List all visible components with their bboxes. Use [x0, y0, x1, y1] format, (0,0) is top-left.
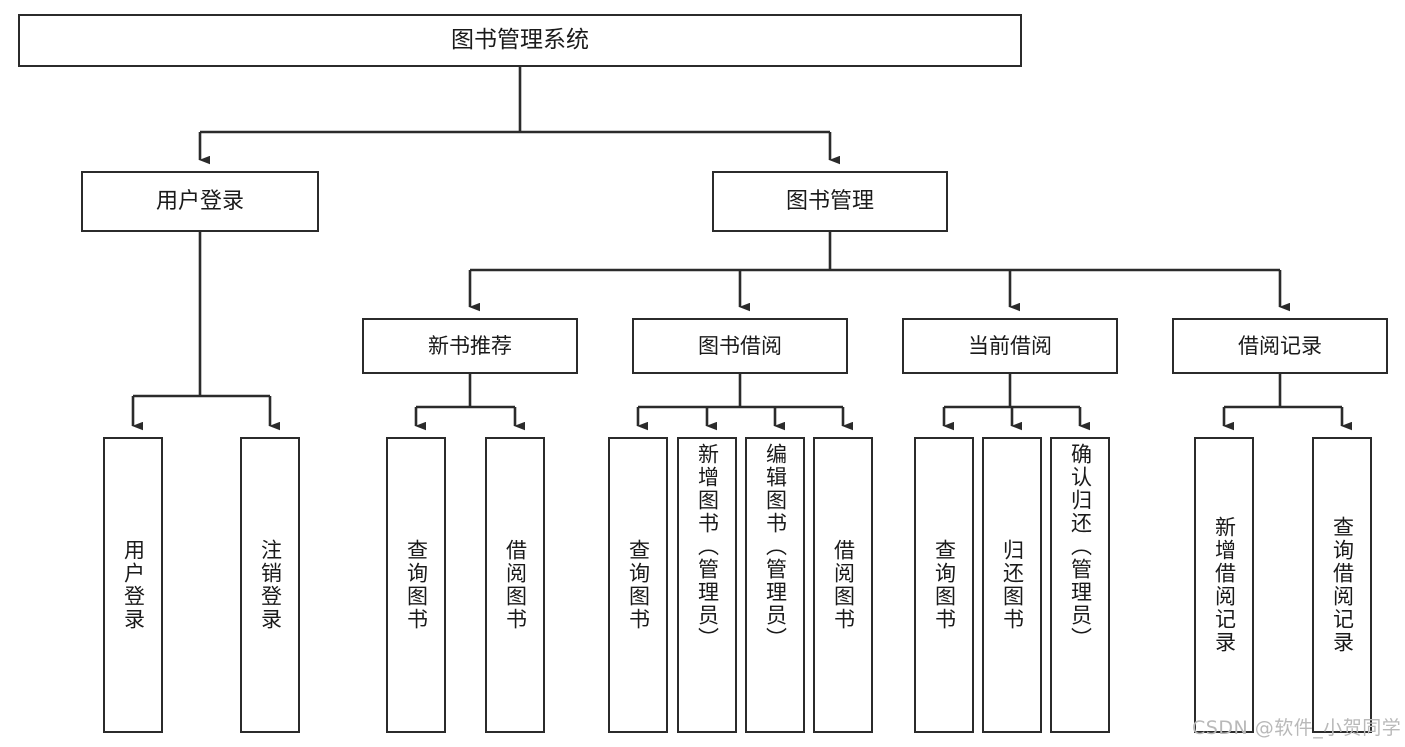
node-label: 借阅图书 [503, 539, 528, 631]
node-label: 编辑图书（管理员） [763, 443, 788, 650]
leaf-query-book-recommend[interactable]: 查询图书 [386, 437, 446, 733]
node-current-borrow[interactable]: 当前借阅 [902, 318, 1118, 374]
node-label: 借阅图书 [831, 539, 856, 631]
leaf-return-book[interactable]: 归还图书 [982, 437, 1042, 733]
node-label: 新增图书（管理员） [695, 443, 720, 650]
node-label: 当前借阅 [968, 333, 1052, 358]
node-label: 图书借阅 [698, 333, 782, 358]
node-book-borrow[interactable]: 图书借阅 [632, 318, 848, 374]
leaf-query-book-borrow[interactable]: 查询图书 [608, 437, 668, 733]
leaf-query-book-current[interactable]: 查询图书 [914, 437, 974, 733]
leaf-edit-book-admin[interactable]: 编辑图书（管理员） [745, 437, 805, 733]
node-label: 新增借阅记录 [1212, 516, 1237, 654]
node-label: 查询图书 [404, 539, 429, 631]
node-label: 用户登录 [155, 188, 244, 214]
node-label: 注销登录 [258, 539, 283, 631]
node-book-manage[interactable]: 图书管理 [712, 171, 948, 232]
node-label: 确认归还（管理员） [1068, 443, 1093, 650]
leaf-borrow-book-recommend[interactable]: 借阅图书 [485, 437, 545, 733]
node-label: 归还图书 [1000, 539, 1025, 631]
node-label: 查询图书 [932, 539, 957, 631]
leaf-add-book-admin[interactable]: 新增图书（管理员） [677, 437, 737, 733]
leaf-confirm-return-admin[interactable]: 确认归还（管理员） [1050, 437, 1110, 733]
leaf-user-login[interactable]: 用户登录 [103, 437, 163, 733]
node-label: 图书管理 [785, 188, 874, 214]
node-user-login[interactable]: 用户登录 [81, 171, 319, 232]
leaf-logout[interactable]: 注销登录 [240, 437, 300, 733]
leaf-query-borrow-record[interactable]: 查询借阅记录 [1312, 437, 1372, 733]
node-label: 图书管理系统 [451, 26, 589, 53]
node-root-system[interactable]: 图书管理系统 [18, 14, 1022, 67]
leaf-add-borrow-record[interactable]: 新增借阅记录 [1194, 437, 1254, 733]
node-new-book-recommend[interactable]: 新书推荐 [362, 318, 578, 374]
node-label: 用户登录 [121, 539, 146, 631]
node-borrow-record[interactable]: 借阅记录 [1172, 318, 1388, 374]
leaf-borrow-book[interactable]: 借阅图书 [813, 437, 873, 733]
node-label: 新书推荐 [428, 333, 512, 358]
node-label: 查询借阅记录 [1330, 516, 1355, 654]
node-label: 借阅记录 [1238, 333, 1322, 358]
node-label: 查询图书 [626, 539, 651, 631]
csdn-watermark: CSDN @软件_小贺同学 [1192, 717, 1402, 739]
